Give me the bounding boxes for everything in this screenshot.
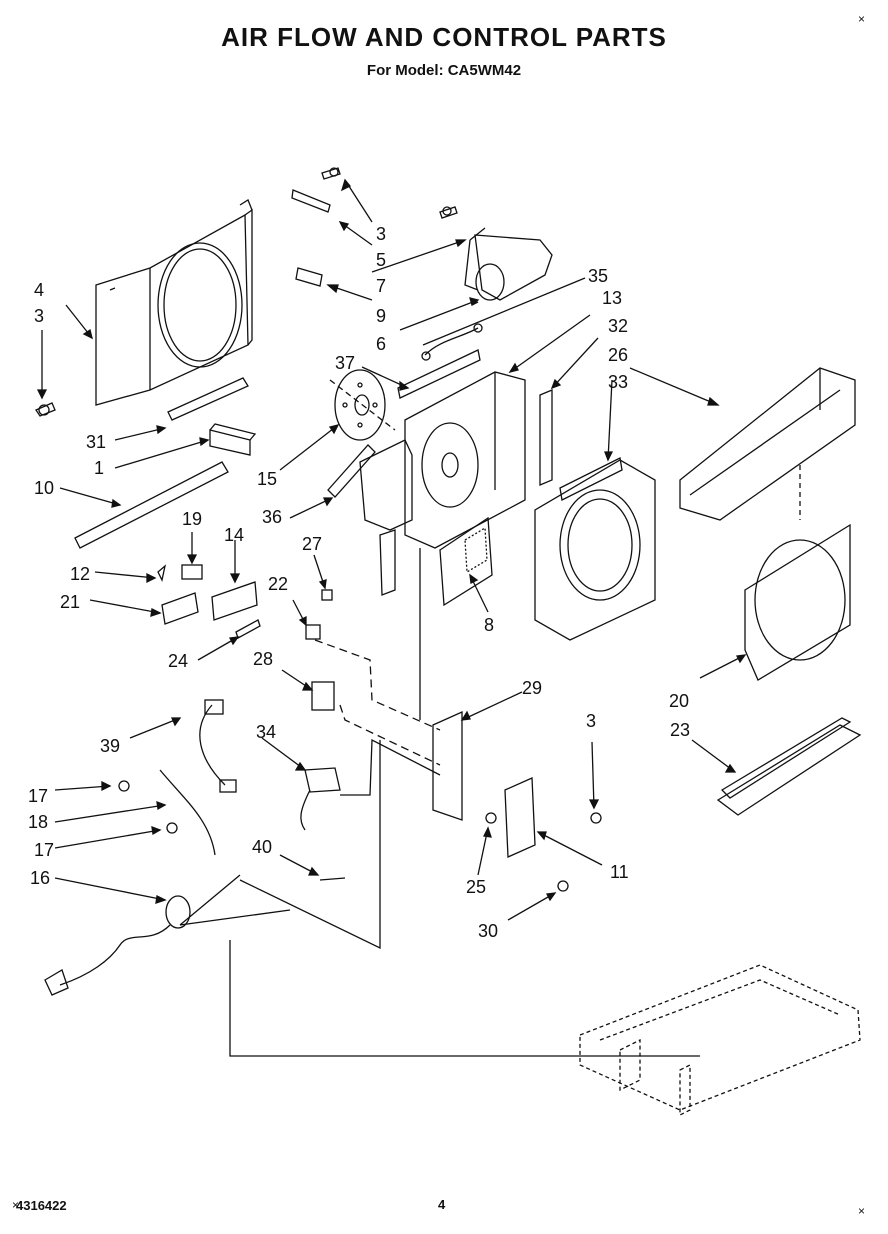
blower-wheel [334,369,386,441]
power-cord [44,874,291,996]
rail-31 [167,377,249,421]
wire-6 [424,327,479,356]
page-number: 4 [438,1197,446,1212]
callout-30: 30 [478,921,498,941]
callout-26: 26 [608,345,628,365]
callout-13: 13 [602,288,622,308]
strip-32 [539,389,553,486]
screw-25 [485,812,497,824]
callout-40: 40 [252,837,272,857]
label-19 [181,564,203,580]
callout-7: 7 [376,276,386,296]
screw-left [35,402,56,417]
callout-31: 31 [86,432,106,452]
callout-21: 21 [60,592,80,612]
blower-housing [359,349,526,596]
callout-23: 23 [670,720,690,740]
strip-36 [327,444,376,498]
callout-12: 12 [70,564,90,584]
callout-1: 1 [94,458,104,478]
callout-5: 5 [376,250,386,270]
screw-top-1 [321,167,341,180]
callout-14: 14 [224,525,244,545]
grille-8 [439,516,493,607]
callout-8: 8 [484,615,494,635]
cover-11 [504,777,536,858]
callout-27: 27 [302,534,322,554]
callout-24: 24 [168,651,188,671]
callout-32: 32 [608,316,628,336]
callout-16: 16 [30,868,50,888]
callout-6: 6 [376,334,386,354]
callout-11: 11 [610,862,629,882]
orifice-panel [744,523,851,681]
bracket-9 [295,267,323,287]
control-14 [211,581,258,621]
bracket-1 [209,423,257,456]
screw-3-right [590,812,602,824]
callout-9: 9 [376,306,386,326]
control-bracket [432,710,463,821]
callout-25: 25 [466,877,486,897]
screw-top-2 [439,206,458,219]
callout-28: 28 [253,649,273,669]
corner-mark-bottom-left: × [12,1198,20,1212]
callout-36: 36 [262,507,282,527]
model-subtitle: For Model: CA5WM42 [366,62,522,79]
callout-3-left: 3 [34,306,44,326]
callout-4: 4 [34,280,44,300]
capacitor [464,227,553,301]
label-21 [161,592,199,625]
callout-3-right: 3 [586,711,596,731]
callout-22: 22 [268,574,288,594]
callout-33: 33 [608,372,628,392]
clip-24 [235,619,261,639]
shroud-panel [95,199,253,406]
wire-40 [319,877,346,881]
ground-wire-18 [159,769,216,856]
callout-3-top: 3 [376,224,386,244]
corner-mark-bottom-right: × [858,1204,866,1218]
clip-27 [321,589,333,601]
page-title: AIR FLOW AND CONTROL PARTS [221,22,667,52]
discharge-duct [679,367,856,521]
bracket-5 [291,189,331,213]
seal-23 [716,717,862,816]
callout-10: 10 [34,478,54,498]
corner-mark-top-right: × [858,12,866,26]
callout-15: 15 [257,469,277,489]
screw-17-a [118,780,130,792]
base-pan [579,964,861,1117]
switch-28 [311,681,335,711]
callout-19: 19 [182,509,202,529]
thermostat-22 [305,624,321,640]
callout-20: 20 [669,691,689,711]
overload-34 [304,767,341,793]
callout-34: 34 [256,722,276,742]
screw-17-b [166,822,178,834]
callout-39: 39 [100,736,120,756]
clip-12 [157,564,167,582]
rail-10 [74,461,229,549]
callout-17-b: 17 [34,840,54,860]
callout-17-a: 17 [28,786,48,806]
screw-30 [557,880,569,892]
callout-18: 18 [28,812,48,832]
document-number: 4316422 [16,1198,67,1213]
callout-37: 37 [335,353,355,373]
callout-29: 29 [522,678,542,698]
callout-35: 35 [588,266,608,286]
harness-39 [199,704,226,786]
scroll-housing [534,457,656,641]
